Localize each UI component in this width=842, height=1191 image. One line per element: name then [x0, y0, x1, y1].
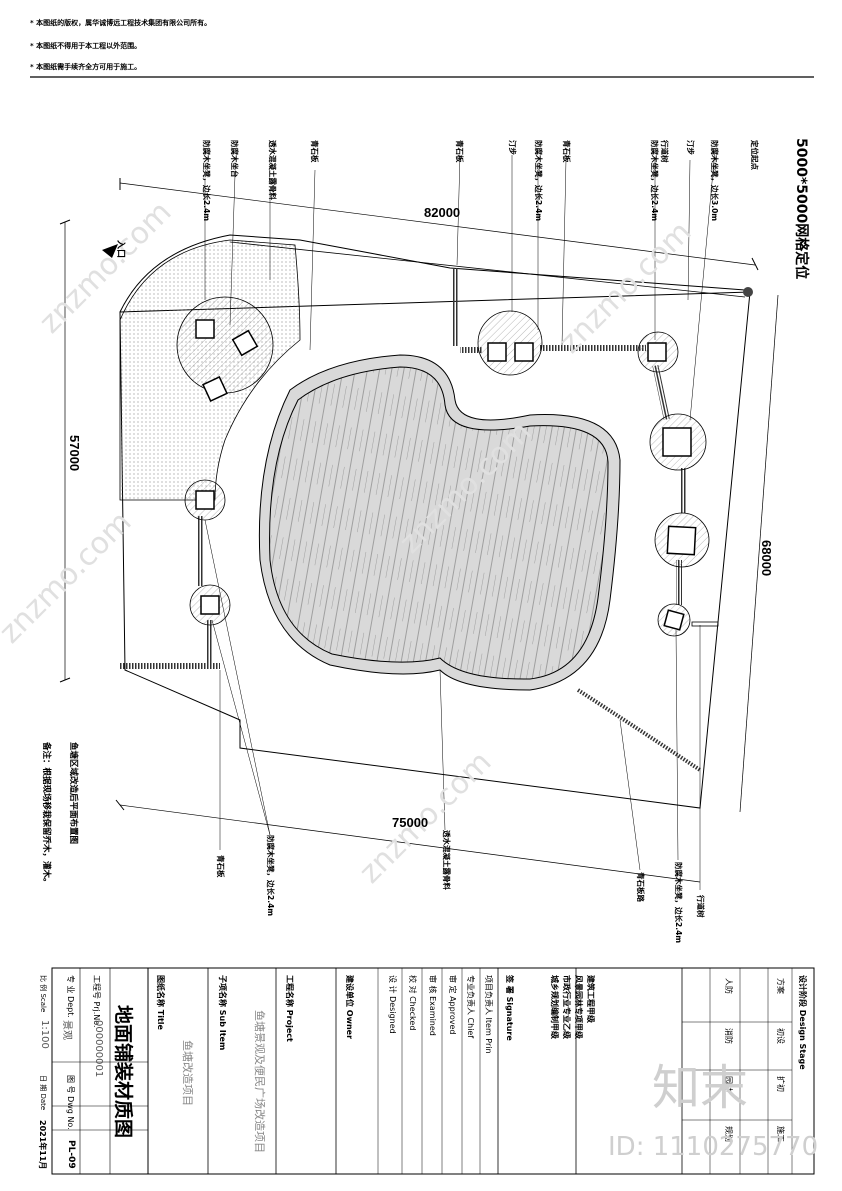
scale: 1:100 [39, 1020, 50, 1049]
plan-remark: 备注：根据现场移栽保留乔木，灌木。 [41, 742, 51, 887]
role-approved: 审 定 Approved [448, 975, 457, 1035]
label-slate: 青石板 [455, 140, 464, 163]
dwg-no-label: 图 号 Dwg No. [66, 1075, 75, 1130]
date: 2021年11月 [38, 1120, 47, 1170]
grid-title: 5000*5000网格定位 [793, 138, 809, 280]
label-stepping: 汀步 [508, 140, 517, 155]
label-bench: 防腐木坐凳，边长2.4m [266, 835, 275, 917]
entrance-label: 入口 [115, 240, 125, 259]
label-slate: 青石板 [310, 140, 319, 163]
brand-id: ID: 1110275770 [608, 1132, 819, 1162]
dim-left: 57000 [67, 435, 82, 472]
note-procedure: * 本图纸需手续齐全方可用于施工。 [30, 63, 142, 71]
proj-no: 000000001 [93, 1020, 104, 1078]
stage-preliminary: 初设 [776, 1028, 785, 1044]
role-chief: 专业负责人 Chief [466, 975, 475, 1039]
role-designed: 设 计 Designed [388, 975, 397, 1034]
qualification: 建筑工程甲级 [586, 975, 595, 1023]
stage-scheme: 方案 [776, 978, 785, 994]
role-checked: 校 对 Checked [408, 975, 417, 1031]
label-slate-path: 青石板路 [636, 872, 645, 902]
label-bench: 防腐木坐凳，边长2.4m [202, 140, 211, 222]
label-slate: 青石板 [216, 855, 225, 878]
subitem-name: 鱼塘改造项目 [181, 1040, 194, 1106]
label-stepping: 汀步 [686, 140, 695, 155]
dept-label: 专 业 Dept. [66, 975, 75, 1018]
role-project-lead: 项目负责人 Item Prin [484, 975, 493, 1054]
subitem-label: 子项名称 Sub Item [218, 975, 227, 1051]
plan-caption: 鱼塘区域改造后平面布置图 [68, 742, 78, 845]
approval-fire: 消防 [724, 1028, 733, 1044]
label-slate: 青石板 [562, 140, 571, 163]
qualification: 城乡规划编制甲级 [550, 975, 559, 1039]
project-label: 工程名称 Project [285, 975, 294, 1042]
stage-extended: 扩初 [776, 1076, 785, 1092]
design-stage-label: 设计阶段 Design Stage [798, 975, 807, 1070]
label-bench: 防腐木坐凳，边长3.0m [710, 140, 719, 222]
dwg-no: PL-09 [66, 1140, 76, 1169]
label-street-tree: 行道树 [660, 140, 669, 163]
label-origin: 定位起点 [750, 140, 759, 170]
label-bench: 防腐木坐凳，边长2.4m [534, 140, 543, 222]
brand-logo: 知末 [652, 1060, 749, 1116]
role-examined: 审 核 Examined [428, 975, 437, 1036]
project-name: 鱼塘景观及便民广场改造项目 [253, 1010, 266, 1153]
note-copyright: * 本图纸的版权，属华诚博远工程技术集团有限公司所有。 [30, 19, 212, 27]
label-bench: 防腐木坐凳，边长2.4m [674, 862, 683, 944]
label-concrete: 透水混凝土露骨料 [442, 830, 451, 890]
scale-label: 比 例 Scale [39, 975, 47, 1013]
qualification: 市政行业专业乙级 [562, 975, 571, 1039]
approval-civil-defense: 人防 [724, 978, 733, 994]
signature-label: 签 署 Signature [505, 975, 514, 1041]
label-street-tree: 行道树 [696, 895, 705, 918]
label-platform: 防腐木坐台 [230, 140, 239, 178]
dim-top: 82000 [424, 205, 461, 220]
drawing-title-label: 图纸名称 Title [156, 975, 165, 1030]
note-scope: * 本图纸不得用于本工程以外范围。 [30, 42, 142, 50]
qualification: 风景园林专项甲级 [574, 975, 583, 1039]
date-label: 日 期 Date [39, 1075, 47, 1111]
dim-right: 68000 [759, 540, 774, 577]
dept: 景观 [61, 1020, 72, 1040]
drawing-title: 地面铺装材质图 [112, 1005, 134, 1139]
dim-bottom: 75000 [392, 815, 429, 830]
owner-label: 建设单位 Owner [345, 975, 354, 1040]
label-concrete: 透水混凝土露骨料 [268, 140, 277, 200]
